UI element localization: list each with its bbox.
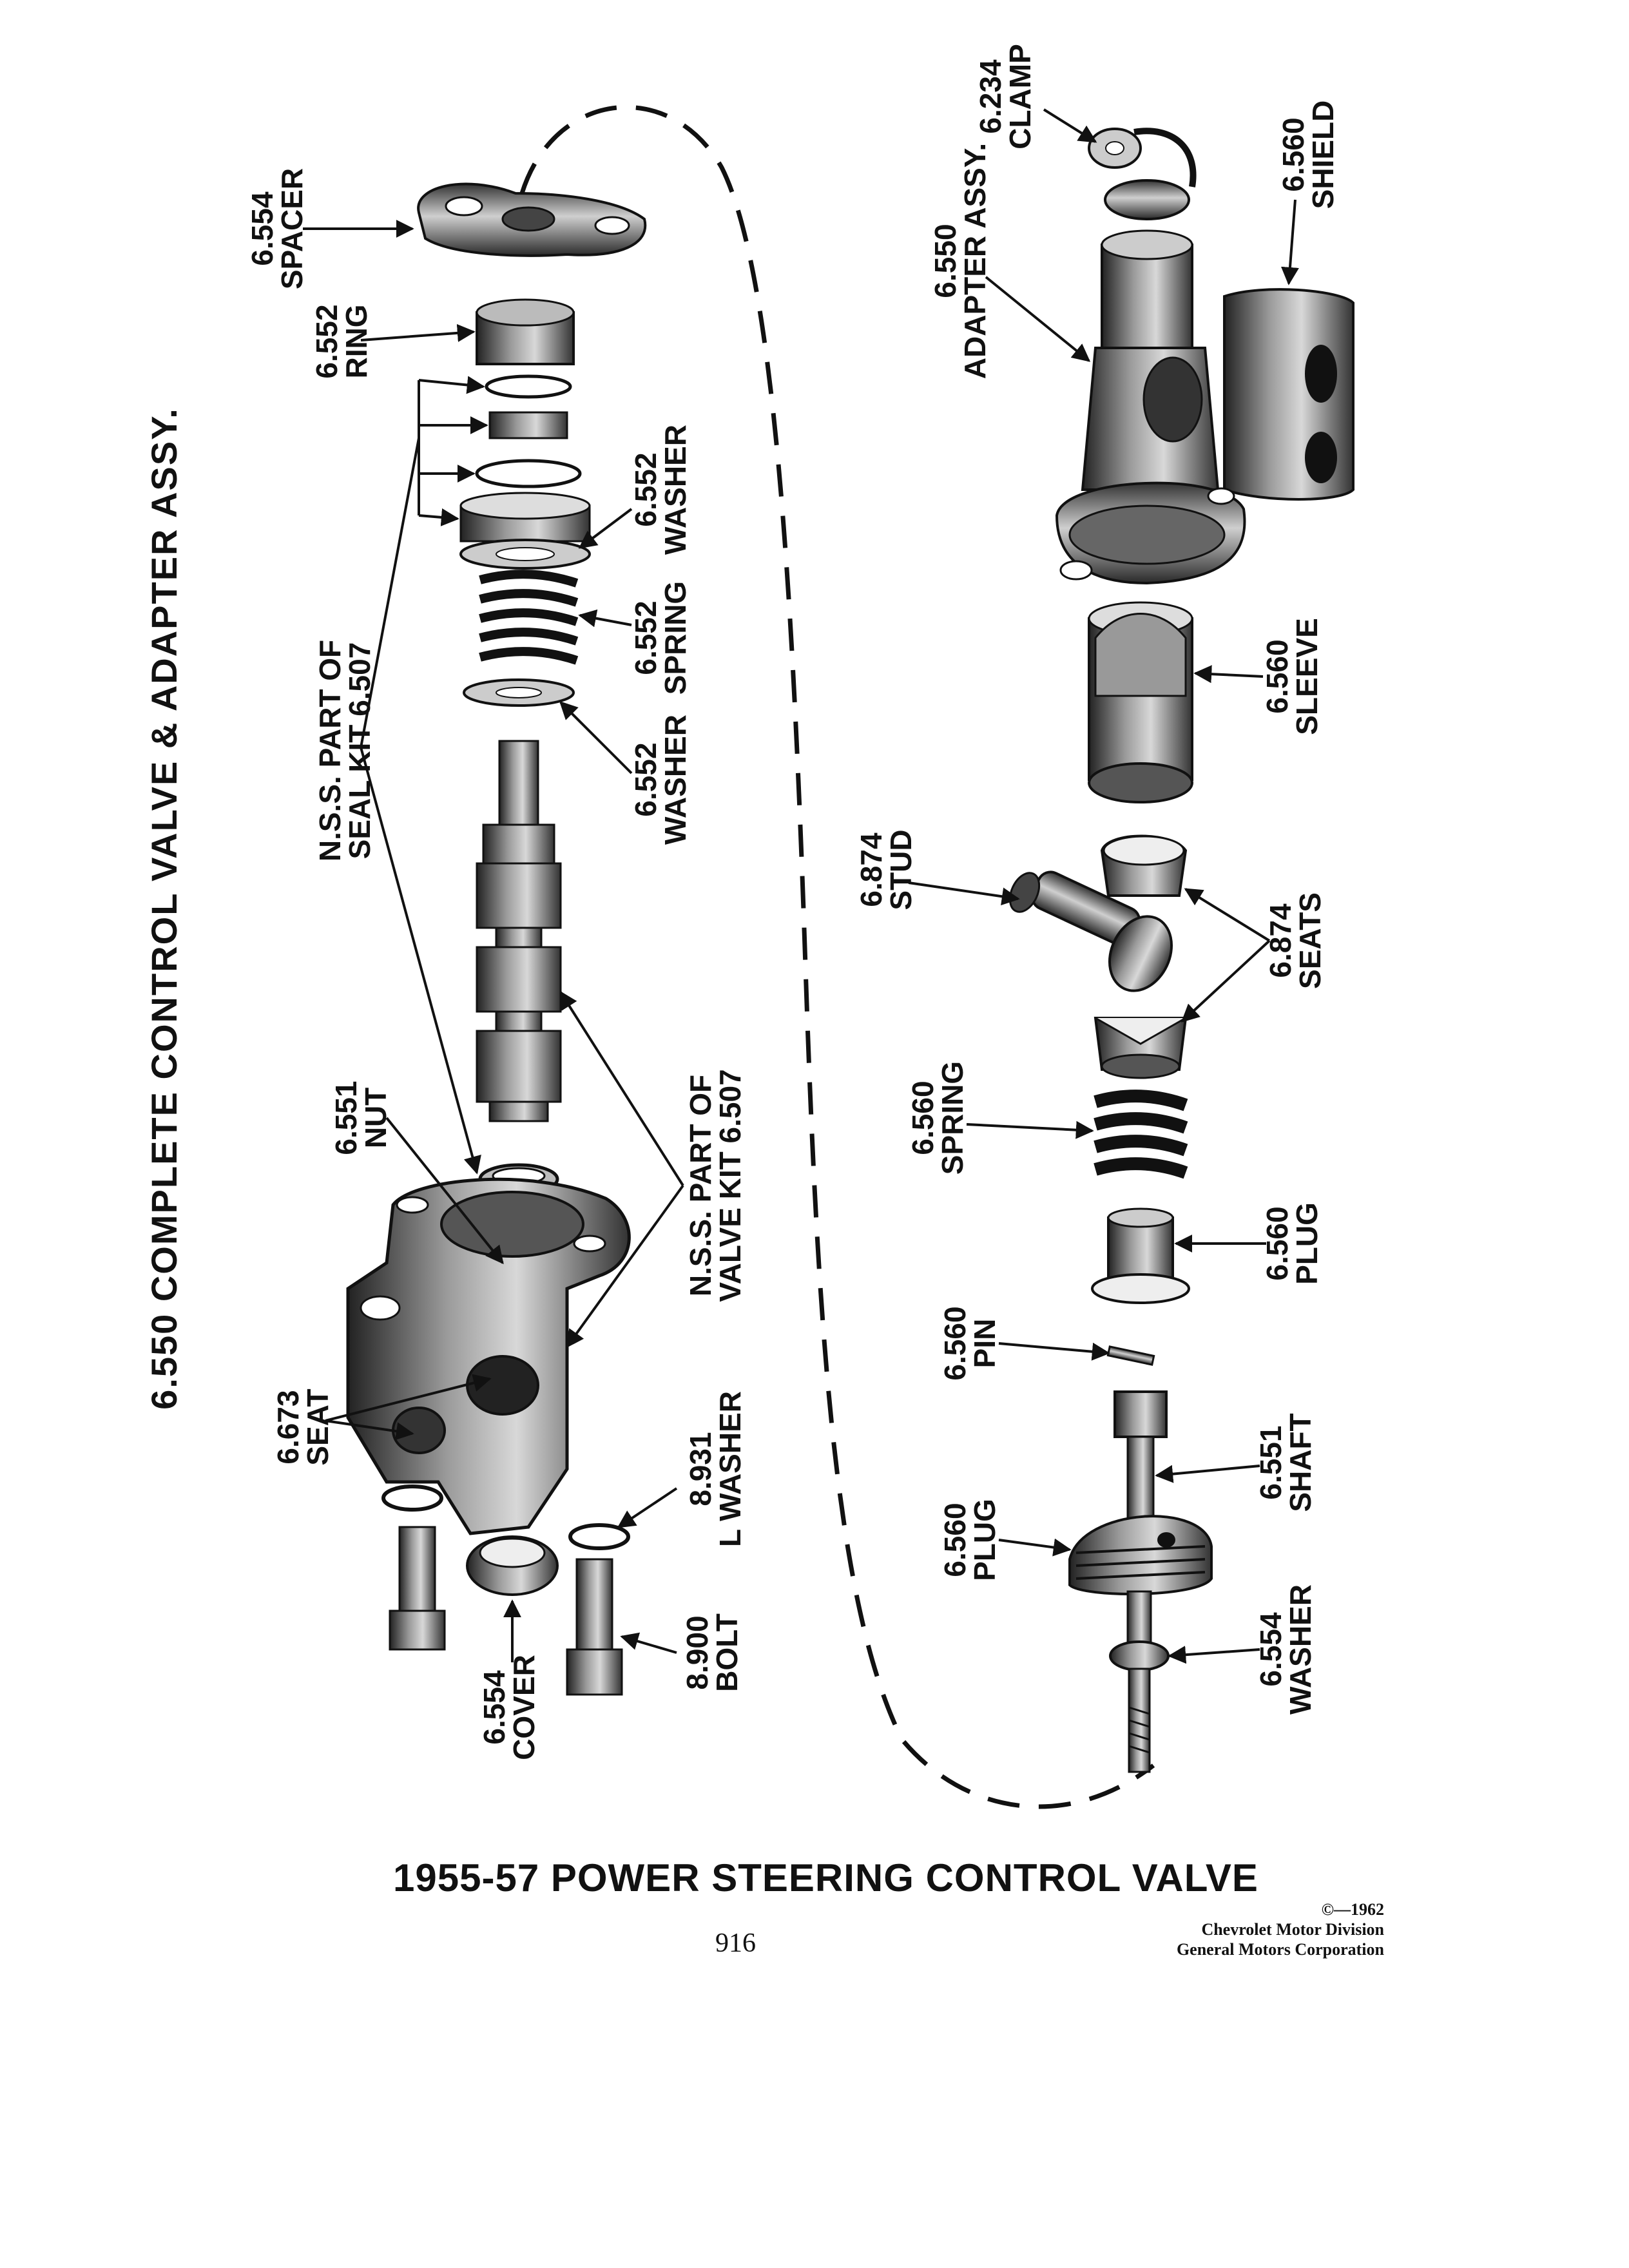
copyright-line-3: General Motors Corporation (1176, 1940, 1384, 1959)
spring-part-upper (479, 570, 579, 665)
stud-part (1008, 870, 1173, 992)
pin-part (1106, 1345, 1155, 1366)
lower-seat-part (1094, 1017, 1188, 1079)
bolts-and-washers (381, 1485, 630, 1696)
valve-housing-part (346, 1177, 631, 1535)
copyright-line-1: ©—1962 (1321, 1900, 1384, 1919)
rotated-title: 6.550 COMPLETE CONTROL VALVE & ADAPTER A… (144, 407, 184, 1410)
sleeve-part (1088, 601, 1193, 803)
shaft-part (1068, 1390, 1213, 1773)
valve-spool-part (476, 740, 562, 1122)
spring-part-lower (1094, 1090, 1188, 1179)
lower-washer-part (463, 678, 575, 707)
shield-part (1223, 288, 1354, 501)
ring-part (476, 298, 575, 365)
dashed-connection-line (519, 104, 1155, 1809)
cover-part (466, 1535, 559, 1596)
upper-washer-part (459, 539, 591, 570)
seal-rings (459, 374, 591, 543)
adapter-assy-part (1055, 229, 1246, 585)
bottom-title: 1955-57 POWER STEERING CONTROL VALVE (393, 1856, 1258, 1899)
copyright-notice: ©—1962 Chevrolet Motor Division General … (1177, 1899, 1384, 1960)
clamp-part (1088, 128, 1197, 220)
spacer-part (417, 182, 647, 257)
copyright-line-2: Chevrolet Motor Division (1201, 1920, 1384, 1939)
page-number: 916 (715, 1928, 756, 1958)
leader-lines (303, 108, 1299, 1664)
upper-plug-part (1091, 1207, 1190, 1304)
upper-seat-part (1100, 834, 1188, 897)
